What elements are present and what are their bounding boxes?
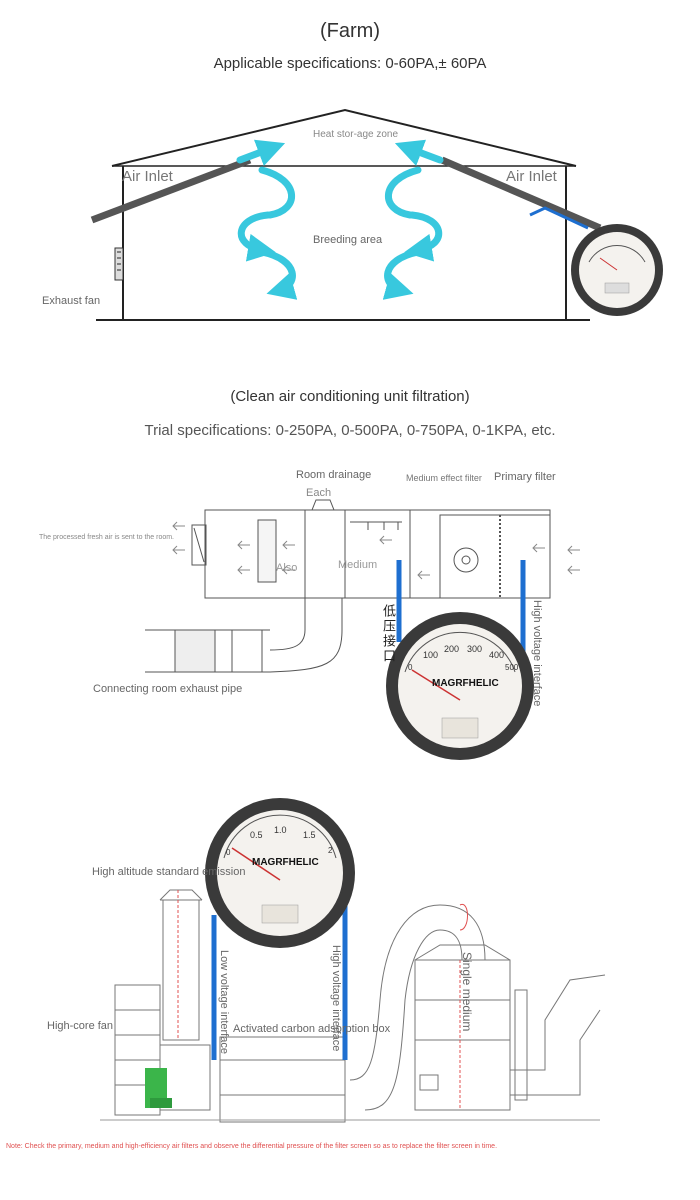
farm-title: (Farm) [320, 20, 380, 42]
primary-filter-label: Primary filter [494, 471, 556, 483]
exhaust-fan-label: Exhaust fan [42, 295, 101, 307]
fresh-air-label: The processed fresh air is sent to the r… [39, 534, 175, 541]
medium-effect-filter-label: Medium effect filter [406, 473, 482, 483]
high-voltage-interface-label: High voltage interface [531, 600, 543, 707]
single-medium-label: Single medium [460, 952, 474, 1032]
farm-subtitle: Applicable specifications: 0-60PA,± 60PA [213, 55, 487, 72]
also-label: Also [276, 562, 298, 574]
activated-carbon-label: Activated carbon adsorption box [233, 1023, 391, 1035]
heat-storage-label: Heat stor-age zone [313, 129, 399, 140]
ind-gauge-brand: MAGRFHELIC [252, 857, 319, 868]
high-altitude-label: High altitude standard emission [92, 866, 246, 878]
air-inlet-left-label: Air Inlet [122, 168, 173, 185]
maintenance-note: Note: Check the primary, medium and high… [6, 1143, 498, 1150]
farm-building [90, 108, 602, 321]
connecting-pipe-label: Connecting room exhaust pipe [93, 683, 243, 695]
ahu-subtitle: Trial specifications: 0-250PA, 0-500PA, … [144, 422, 556, 439]
ind-gauge-tick-0.5: 0.5 [250, 830, 263, 840]
ind-gauge-tick-1.0: 1.0 [274, 825, 287, 835]
ahu-gauge-tick-200: 200 [444, 644, 460, 654]
air-inlet-right-label: Air Inlet [506, 168, 557, 185]
ahu-gauge-tick-0: 0 [408, 663, 413, 672]
ind-gauge-tick-0: 0 [226, 848, 231, 857]
breeding-area-label: Breeding area [313, 234, 383, 246]
industrial-system [100, 889, 606, 1123]
industrial-pressure-gauge [205, 798, 355, 948]
ahu-title: (Clean air conditioning unit filtration) [230, 388, 470, 405]
ahu-gauge-tick-100: 100 [423, 650, 439, 660]
high-voltage-interface-label-2: High voltage interface [330, 945, 342, 1052]
low-voltage-interface-label: Low voltage interface [218, 950, 230, 1054]
ind-gauge-tick-1.5: 1.5 [303, 830, 316, 840]
ahu-arrows [172, 521, 580, 580]
each-label: Each [306, 487, 332, 499]
ahu-pressure-gauge [386, 612, 534, 760]
low-pressure-port-label: 低压接口 [380, 604, 395, 664]
medium-label: Medium [338, 559, 378, 571]
room-drainage-label: Room drainage [296, 469, 372, 481]
ind-gauge-tick-2: 2 [328, 846, 333, 855]
high-core-fan-label: High-core fan [47, 1020, 114, 1032]
airflow-arrows [236, 139, 444, 300]
ahu-gauge-tick-400: 400 [489, 650, 505, 660]
ahu-gauge-tick-300: 300 [467, 644, 483, 654]
farm-pressure-gauge [571, 224, 663, 316]
ahu-unit [145, 499, 551, 673]
ahu-gauge-tick-500: 500 [505, 663, 519, 672]
ahu-gauge-brand: MAGRFHELIC [432, 678, 499, 689]
